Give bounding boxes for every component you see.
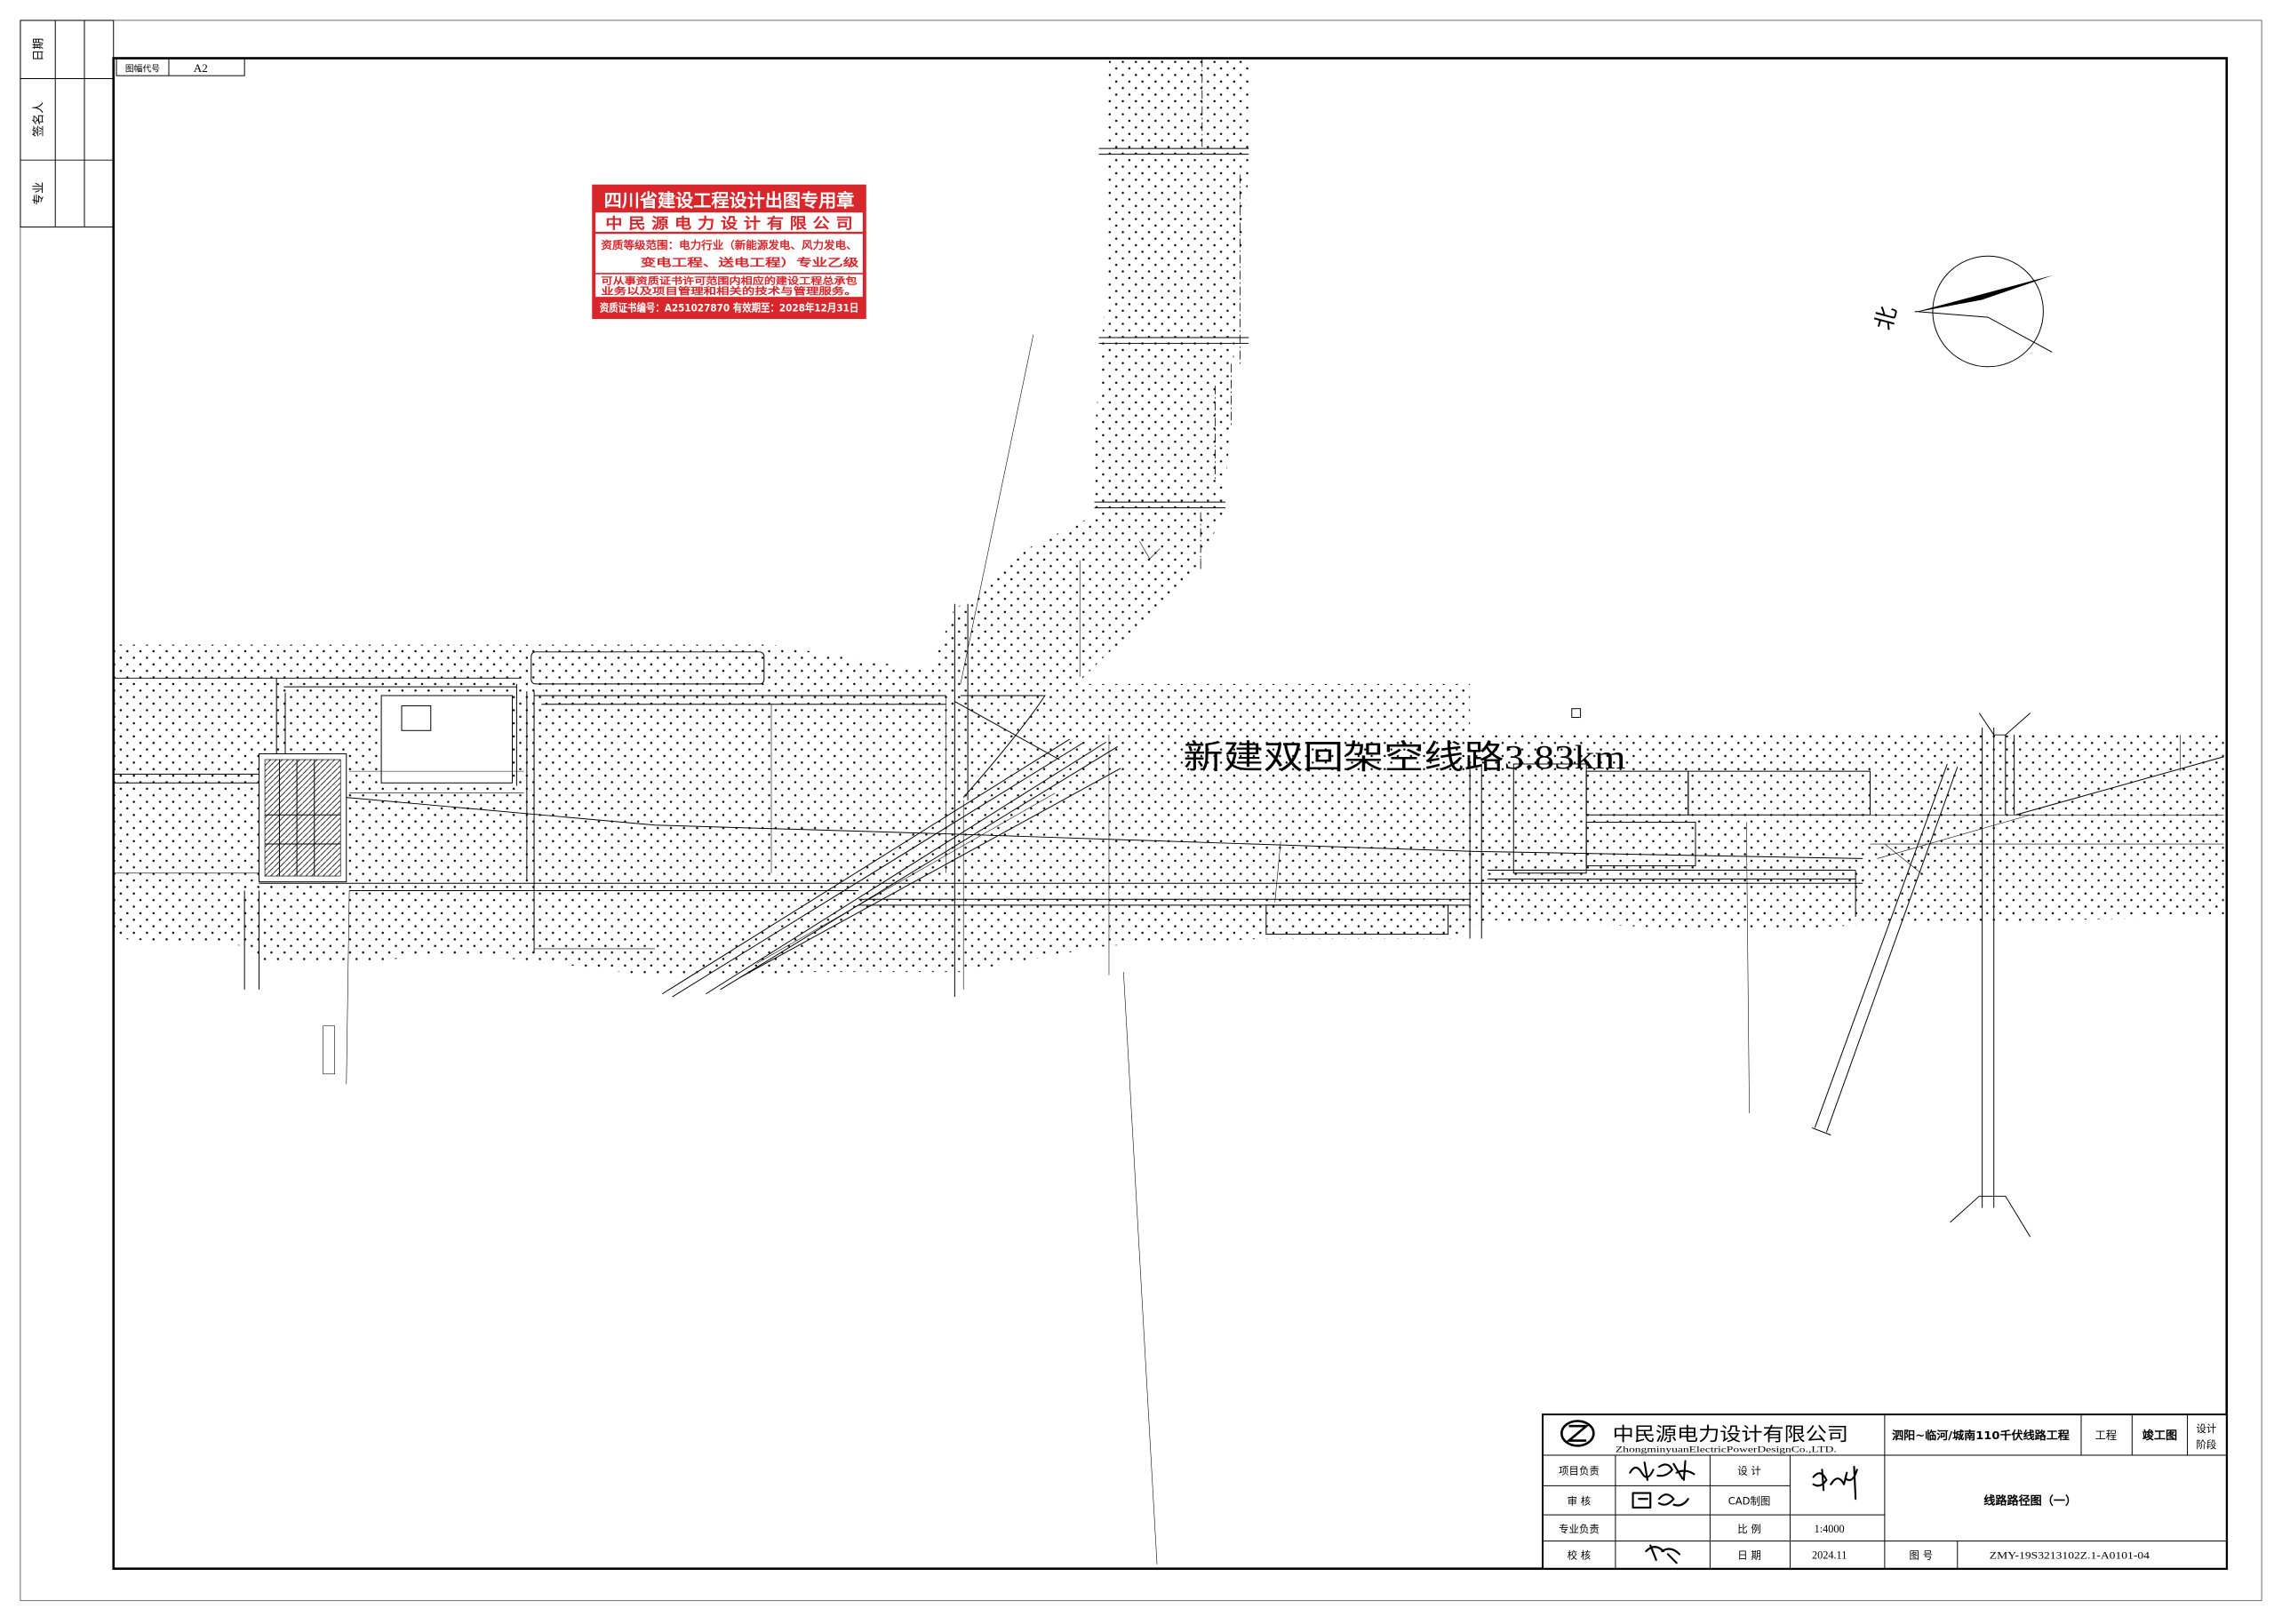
label-project-lead: 项目负责 [1559, 1464, 1600, 1477]
north-arrow: 北 [1871, 255, 2054, 368]
road-network [113, 58, 2224, 1564]
signature-project-lead [1629, 1460, 1696, 1481]
label-cad: CAD制图 [1728, 1495, 1771, 1508]
signature-design [1812, 1466, 1858, 1501]
title-block: 中民源电力设计有限公司 ZhongminyuanElectricPowerDes… [1542, 1413, 2228, 1570]
label-discipline-lead: 专业负责 [1559, 1523, 1600, 1535]
stage-value: 竣工图 [2142, 1428, 2177, 1443]
stage-label-line1: 设计 [2196, 1422, 2216, 1435]
label-review: 审 核 [1568, 1495, 1592, 1508]
project-suffix: 工程 [2095, 1429, 2118, 1442]
project-name: 泗阳~临河/城南110千伏线路工程 [1892, 1429, 2071, 1442]
farmland-area [113, 58, 2224, 978]
stamp-business-line1: 可从事资质证书许可范围内相应的建设工程总承包 [601, 275, 858, 286]
label-scale: 比 例 [1737, 1523, 1761, 1535]
approval-stamp: 四川省建设工程设计出图专用章 中 民 源 电 力 设 计 有 限 公 司 资质等… [592, 184, 866, 320]
substation [259, 752, 347, 883]
sheet-size-box: 图幅代号 A2 [116, 58, 245, 76]
label-check: 校 核 [1568, 1548, 1592, 1561]
label-date: 日 期 [1737, 1548, 1761, 1561]
company-name: 中民源电力设计有限公司 [1613, 1424, 1848, 1446]
sign-strip-date-label: 日期 [31, 38, 45, 61]
sign-strip-discipline-label: 专业 [31, 182, 45, 205]
sheet-size-label: 图幅代号 [125, 62, 160, 74]
stage-label-line2: 阶段 [2196, 1438, 2216, 1451]
stamp-company: 中 民 源 电 力 设 计 有 限 公 司 [605, 215, 852, 232]
sign-strip-signer-label: 签名人 [30, 102, 45, 137]
stamp-title: 四川省建设工程设计出图专用章 [604, 191, 855, 211]
drawing-number: ZMY-19S3213102Z.1-A0101-04 [1990, 1550, 2150, 1561]
sheet-size-value: A2 [194, 61, 208, 75]
route-label: 新建双回架空线路3.83km [1183, 739, 1625, 776]
compass-circle [1932, 255, 2044, 368]
signature-review [1632, 1492, 1689, 1509]
date-value: 2024.11 [1812, 1548, 1847, 1561]
sign-strip: 日期 签名人 专业 [20, 20, 115, 228]
company-name-en: ZhongminyuanElectricPowerDesignCo.,LTD. [1616, 1445, 1837, 1455]
label-design: 设 计 [1737, 1464, 1761, 1477]
scale-value: 1:4000 [1815, 1523, 1845, 1535]
label-drawing-no: 图 号 [1910, 1548, 1934, 1561]
signature-check [1645, 1544, 1681, 1564]
stamp-scope-line2: 变电工程、送电工程）专业乙级 [641, 257, 859, 269]
north-label: 北 [1871, 304, 1903, 333]
drawing-title: 线路路径图（一） [1983, 1493, 2077, 1509]
outer-border [20, 20, 2262, 1602]
compass-needle-icon [1912, 275, 2054, 314]
company-logo-icon [1560, 1420, 1595, 1447]
stamp-scope-line1: 资质等级范围：电力行业（新能源发电、风力发电、 [601, 239, 857, 251]
stamp-business-line2: 业务以及项目管理和相关的技术与管理服务。 [601, 285, 857, 297]
new-line-route [346, 797, 1863, 859]
stamp-certificate: 资质证书编号：A251027870 有效期至：2028年12月31日 [600, 302, 859, 314]
